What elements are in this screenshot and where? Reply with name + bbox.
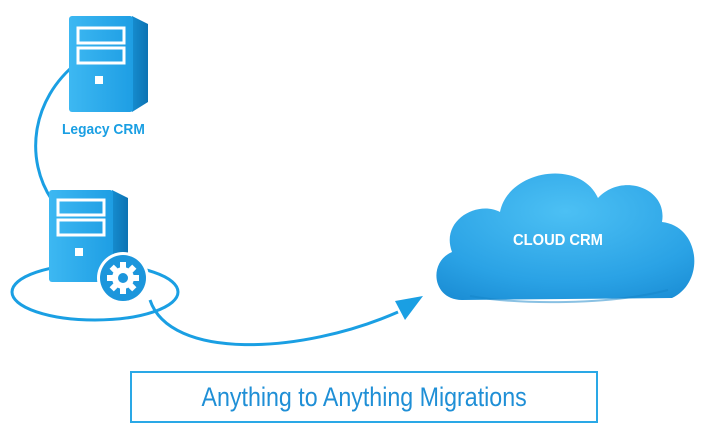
legacy-crm-label: Legacy CRM [62,121,145,138]
legacy-to-migration-connector [34,60,79,201]
cloud-crm-label: CLOUD CRM [513,232,603,249]
arrow-head-icon [395,296,423,320]
migrations-banner: Anything to Anything Migrations [130,371,598,423]
legacy-server-icon [69,16,148,112]
gear-icon [97,252,149,304]
banner-title: Anything to Anything Migrations [201,381,527,412]
cloud-icon [436,173,695,304]
migration-arrow-path [148,299,399,347]
